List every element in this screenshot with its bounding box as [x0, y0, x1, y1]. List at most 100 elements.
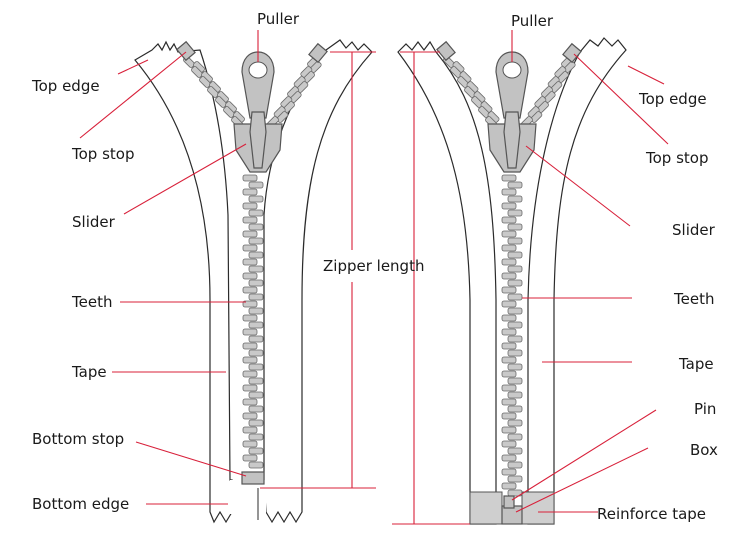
tooth — [507, 391, 523, 399]
tooth — [242, 398, 258, 406]
label-right-reinforce-tape: Reinforce tape — [597, 505, 706, 523]
tooth — [199, 76, 211, 88]
right-zipper-slider-tab — [503, 111, 521, 169]
tooth — [242, 454, 258, 462]
tooth — [507, 209, 523, 217]
leader-right-top-edge — [627, 65, 665, 85]
leader-right-pin — [511, 409, 657, 501]
label-left-puller: Puller — [257, 10, 300, 28]
label-left-teeth: Teeth — [71, 293, 112, 311]
tooth — [248, 419, 264, 427]
tooth — [501, 384, 517, 392]
tooth — [242, 188, 258, 196]
label-right-slider: Slider — [672, 221, 716, 239]
tooth — [242, 286, 258, 294]
tooth — [507, 363, 523, 371]
tooth — [501, 258, 517, 266]
leader-left-bottom-stop — [135, 441, 247, 477]
tooth — [501, 342, 517, 350]
tooth — [501, 328, 517, 336]
label-left-slider: Slider — [72, 213, 116, 231]
tooth — [501, 454, 517, 462]
tooth — [248, 461, 264, 469]
tooth — [248, 447, 264, 455]
tooth — [507, 265, 523, 273]
tooth — [242, 426, 258, 434]
tooth — [242, 244, 258, 252]
tooth — [501, 356, 517, 364]
tooth — [501, 440, 517, 448]
labels: Puller Top edge Top stop Slider Teeth Ta… — [31, 10, 718, 523]
right-zipper-pin — [503, 495, 515, 509]
tooth — [507, 419, 523, 427]
tooth — [248, 349, 264, 357]
tooth — [507, 307, 523, 315]
tooth — [501, 468, 517, 476]
tooth — [242, 272, 258, 280]
tooth — [242, 300, 258, 308]
tooth — [501, 174, 517, 182]
tooth — [248, 363, 264, 371]
tooth — [507, 279, 523, 287]
tooth — [507, 321, 523, 329]
label-right-teeth: Teeth — [673, 290, 714, 308]
tooth — [501, 412, 517, 420]
tooth — [248, 195, 264, 203]
tooth — [507, 377, 523, 385]
tooth — [507, 447, 523, 455]
tooth — [215, 96, 227, 108]
tooth — [242, 202, 258, 210]
tooth — [507, 181, 523, 189]
tooth — [248, 377, 264, 385]
leader-left-slider — [123, 143, 247, 215]
label-right-top-edge: Top edge — [638, 90, 707, 108]
label-right-top-stop: Top stop — [645, 149, 708, 167]
tooth — [501, 202, 517, 210]
left-zipper-top-stop-right — [308, 42, 328, 64]
label-right-tape: Tape — [678, 355, 714, 373]
right-zipper-puller-hole — [502, 61, 522, 79]
right-zipper-teeth-arm-right — [521, 56, 576, 128]
tooth — [501, 314, 517, 322]
right-zipper-tape-right — [527, 37, 627, 525]
tooth — [501, 216, 517, 224]
label-left-bottom-edge: Bottom edge — [32, 495, 129, 513]
tooth — [507, 433, 523, 441]
label-left-tape: Tape — [71, 363, 107, 381]
tooth — [507, 405, 523, 413]
tooth — [248, 265, 264, 273]
tooth — [248, 251, 264, 259]
tooth — [507, 251, 523, 259]
tooth — [242, 258, 258, 266]
tooth — [248, 181, 264, 189]
right-zipper-box — [501, 505, 523, 525]
tooth — [242, 412, 258, 420]
tooth — [501, 286, 517, 294]
right-zipper — [397, 37, 627, 525]
tooth — [242, 356, 258, 364]
label-left-top-stop: Top stop — [71, 145, 134, 163]
right-zipper-teeth — [501, 174, 523, 497]
left-zipper-top-stop-left — [176, 40, 196, 62]
tooth — [248, 433, 264, 441]
right-zipper-reinforce-tape-left — [469, 491, 503, 525]
right-zipper-reinforce-tape-right — [521, 491, 555, 525]
right-zipper-top-stop-left — [436, 40, 456, 62]
tooth — [248, 237, 264, 245]
tooth — [501, 370, 517, 378]
tooth — [242, 314, 258, 322]
tooth — [501, 300, 517, 308]
left-zipper-teeth — [242, 174, 264, 469]
leader-right-top-stop — [573, 53, 669, 145]
tooth — [248, 279, 264, 287]
tooth — [242, 216, 258, 224]
left-zipper — [134, 39, 373, 524]
tooth — [501, 230, 517, 238]
label-left-bottom-stop: Bottom stop — [32, 430, 124, 448]
label-left-top-edge: Top edge — [31, 77, 100, 95]
left-zipper-tape-left — [134, 40, 233, 524]
leader-lines — [79, 30, 669, 525]
label-right-puller: Puller — [511, 12, 554, 30]
tooth — [501, 272, 517, 280]
